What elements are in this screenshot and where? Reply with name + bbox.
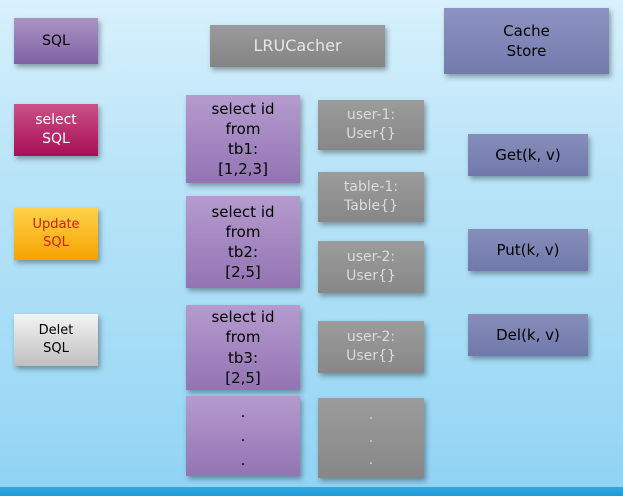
lru-cacher-header: LRUCacher — [210, 25, 385, 67]
cache-entry-table-1: table-1: Table{} — [318, 172, 424, 222]
query-node-ellipsis: . . . — [186, 396, 300, 476]
query-node-tb3: select id from tb3: [2,5] — [186, 305, 300, 390]
query-node-tb1: select id from tb1: [1,2,3] — [186, 95, 300, 183]
cache-entry-user-2: user-2: User{} — [318, 241, 424, 293]
update-sql-node: Update SQL — [14, 208, 98, 260]
sql-node: SQL — [14, 18, 98, 64]
put-operation-node: Put(k, v) — [468, 229, 588, 271]
bottom-accent-strip — [0, 487, 623, 496]
cache-entry-user-1: user-1: User{} — [318, 100, 424, 150]
select-sql-node: select SQL — [14, 104, 98, 156]
get-operation-node: Get(k, v) — [468, 134, 588, 176]
query-node-tb2: select id from tb2: [2,5] — [186, 196, 300, 288]
del-operation-node: Del(k, v) — [468, 314, 588, 356]
cache-store-node: Cache Store — [444, 8, 609, 74]
cache-entry-ellipsis: . . . — [318, 398, 424, 478]
cache-entry-user-2b: user-2: User{} — [318, 321, 424, 373]
delete-sql-node: Delet SQL — [14, 314, 98, 366]
